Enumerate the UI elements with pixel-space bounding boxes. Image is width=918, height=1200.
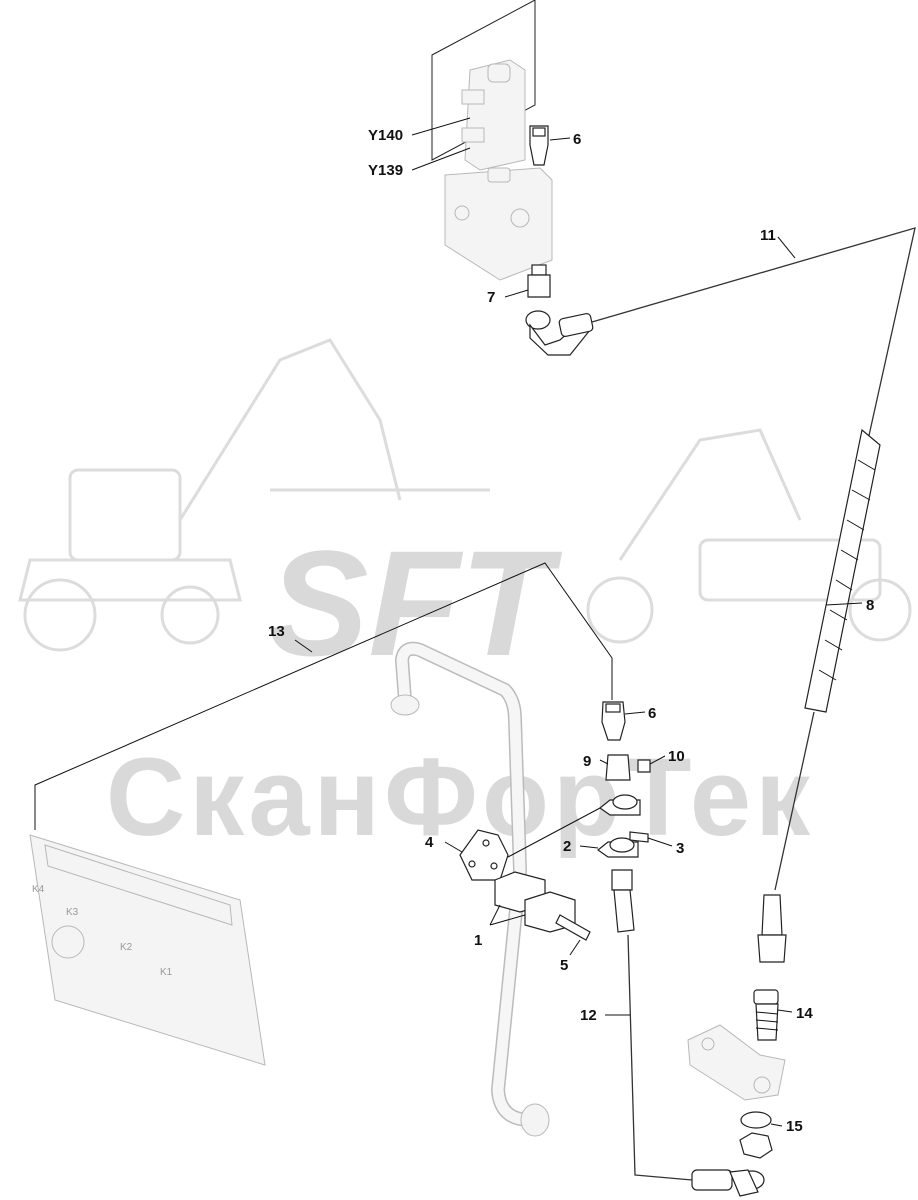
callout-12: 12	[580, 1007, 597, 1024]
cable-gland-mid	[601, 701, 626, 741]
callout-11: 11	[760, 227, 776, 244]
hose-to-fitting-14	[774, 711, 815, 891]
fitting-stack-right	[753, 894, 787, 1041]
callout-3: 3	[676, 840, 684, 857]
plug-10	[637, 759, 651, 773]
callouts: Y140 Y139 6 7 11 8 13 6 9 10 4 2 3 1 5 1…	[268, 127, 874, 1135]
callout-7: 7	[487, 289, 495, 306]
ecu-label-k1: K1	[160, 967, 173, 978]
callout-6-mid: 6	[648, 705, 656, 722]
ecu-label-k3: K3	[66, 907, 79, 918]
elbow-fitting-bottom	[691, 1169, 765, 1197]
ecu-label-k4: K4	[32, 884, 45, 895]
washer-15	[740, 1111, 772, 1129]
pipe-12	[627, 934, 693, 1181]
bent-pipe-ghost	[390, 641, 550, 1137]
fitting-7	[525, 264, 594, 356]
callout-6-top: 6	[573, 131, 581, 148]
fitting-column-mid	[611, 869, 635, 933]
watermark-text: СканФорТек	[106, 736, 814, 859]
hose-11	[591, 227, 916, 441]
leader-lines	[294, 117, 863, 1127]
callout-15: 15	[786, 1118, 803, 1135]
ecu-module: K4 K3 K2 K1	[29, 834, 266, 1066]
solenoid-valve-assembly	[431, 0, 553, 281]
callout-2: 2	[563, 838, 571, 855]
clamp-2	[596, 794, 641, 858]
mounting-bracket-ghost	[687, 1024, 786, 1101]
callout-4: 4	[425, 834, 434, 851]
screw-3	[629, 831, 649, 843]
fitting-9	[605, 754, 631, 781]
callout-y139: Y139	[368, 162, 403, 179]
watermark-logo: SFT	[268, 519, 563, 687]
nut	[739, 1132, 773, 1159]
ecu-label-k2: K2	[120, 942, 133, 953]
callout-13: 13	[268, 623, 285, 640]
spiral-sleeve-8	[804, 428, 881, 713]
callout-8: 8	[866, 597, 874, 614]
callout-9: 9	[583, 753, 591, 770]
watermark-machines-icon	[18, 338, 912, 652]
callout-5: 5	[560, 957, 568, 974]
callout-14: 14	[796, 1005, 813, 1022]
bolt-5	[555, 914, 591, 941]
callout-y140: Y140	[368, 127, 403, 144]
cable-13	[34, 562, 613, 830]
plate-4	[459, 829, 509, 881]
callout-1: 1	[474, 932, 482, 949]
callout-10: 10	[668, 748, 685, 765]
cable-gland-top	[529, 125, 549, 166]
watermark: SFT СканФорТек	[18, 338, 912, 859]
